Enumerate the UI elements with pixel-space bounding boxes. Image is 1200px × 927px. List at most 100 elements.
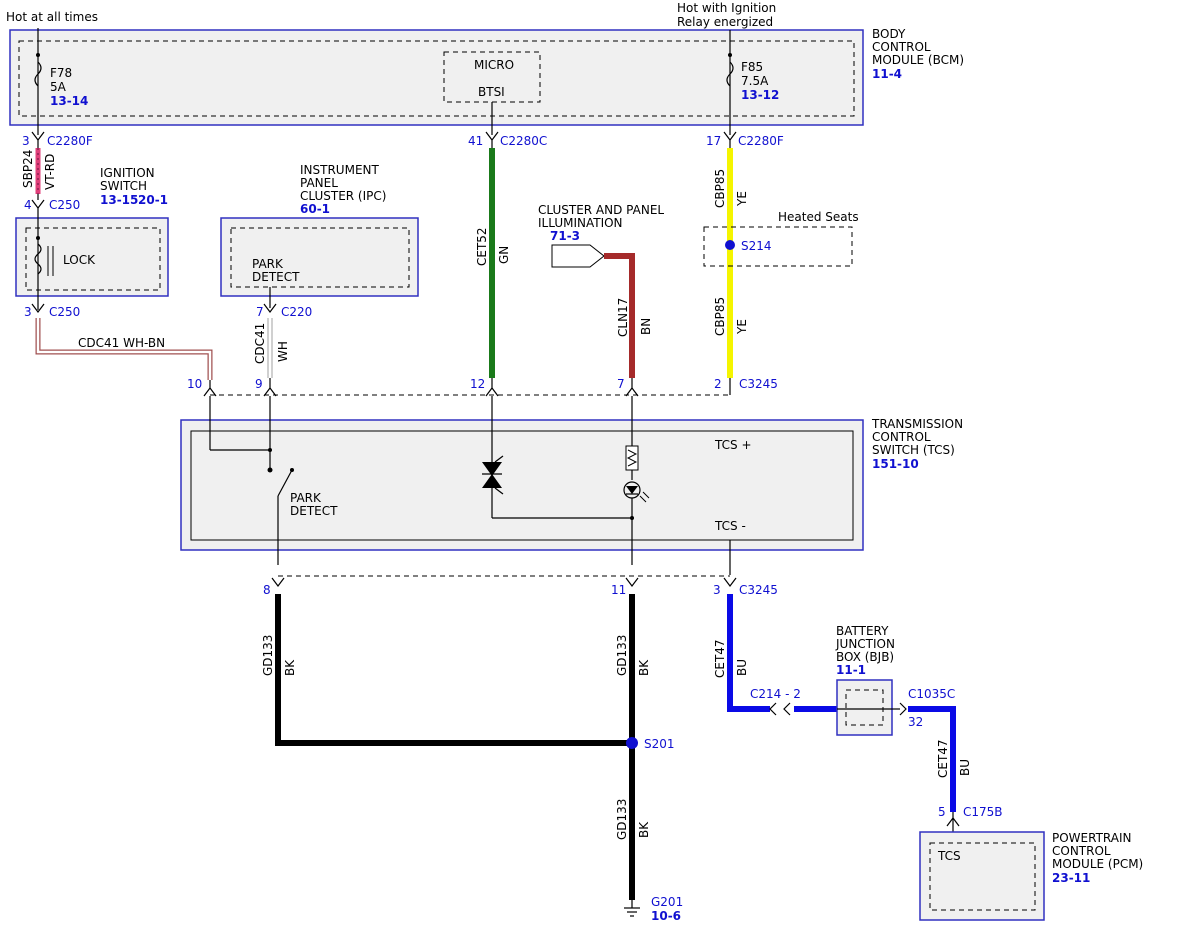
c2280f-left-pin: 3 [22, 134, 30, 148]
wire-cdc41-color: WH [276, 341, 290, 362]
connector-c250-top-icon [31, 199, 45, 209]
tcs-module [180, 419, 864, 551]
bcm-title-3: MODULE (BCM) [872, 53, 964, 67]
splice-s201-label: S201 [644, 737, 675, 751]
btsi-label: BTSI [478, 85, 505, 99]
tcs-title-2: CONTROL [872, 430, 931, 444]
ipc-park-label: PARK [252, 257, 284, 271]
wire-cet47-right [908, 706, 956, 812]
c1035c-name: C1035C [908, 687, 955, 701]
c250-bottom-name: C250 [49, 305, 80, 319]
tcs-detect-label: DETECT [290, 504, 338, 518]
pcm-ref[interactable]: 23-11 [1052, 871, 1090, 885]
bcm-title-1: BODY [872, 27, 906, 41]
bjb-title-2: JUNCTION [835, 637, 895, 651]
wire-cet47-right-color: BU [958, 759, 972, 776]
c3245-top-pin2: 2 [714, 377, 722, 391]
tcs-title-3: SWITCH (TCS) [872, 443, 955, 457]
fuse-f85-ref[interactable]: 13-12 [741, 88, 779, 102]
splice-s201 [626, 737, 638, 749]
wire-cdc41-wh-bn [35, 318, 213, 380]
fuse-f78-icon [34, 61, 42, 87]
wire-cbp85-top-color: YE [735, 191, 749, 207]
c250-top-pin: 4 [24, 198, 32, 212]
illumination-ref[interactable]: 71-3 [550, 229, 580, 243]
ground-g201-ref[interactable]: 10-6 [651, 909, 681, 923]
hot-ignition-label-2: Relay energized [677, 15, 773, 29]
c3245-top-pin9: 9 [255, 377, 263, 391]
fuse-f78-name: F78 [50, 66, 72, 80]
wire-cbp85-bottom-circuit: CBP85 [713, 297, 727, 336]
c2280f-right-name: C2280F [738, 134, 784, 148]
lock-label: LOCK [63, 253, 96, 267]
c250-top-name: C250 [49, 198, 80, 212]
c214-label: C214 - 2 [750, 687, 801, 701]
heated-seats-label: Heated Seats [778, 210, 859, 224]
ipc-title-1: INSTRUMENT [300, 163, 379, 177]
c3245-bottom-pin8: 8 [263, 583, 271, 597]
ground-g201-icon [624, 900, 640, 917]
wire-cbp85-bottom-color: YE [735, 319, 749, 335]
hot-ignition-label-1: Hot with Ignition [677, 1, 776, 15]
c2280c-name: C2280C [500, 134, 547, 148]
c3245-bottom-pin11: 11 [611, 583, 626, 597]
wire-cln17 [604, 253, 635, 378]
connector-c214-icon-a [769, 702, 777, 716]
tcs-park-label: PARK [290, 491, 322, 505]
ipc-module: PARK DETECT [220, 217, 419, 297]
heated-seats-box [703, 226, 853, 267]
c3245-bottom-pin3: 3 [713, 583, 721, 597]
wire-gd133-mid-color: BK [637, 659, 651, 676]
c3245-bottom-name: C3245 [739, 583, 778, 597]
connector-c3245-pin3-icon [723, 577, 737, 587]
connector-c250-bottom-icon [31, 303, 45, 313]
bcm-ref[interactable]: 11-4 [872, 67, 902, 81]
splice-s214 [725, 240, 735, 250]
pcm-module: TCS [919, 831, 1045, 921]
wire-cdc41-circuit: CDC41 [253, 323, 267, 364]
pcm-title-1: POWERTRAIN [1052, 831, 1132, 845]
c3245-top-pin10: 10 [187, 377, 202, 391]
c3245-top-pin12: 12 [470, 377, 485, 391]
wire-gd133-mid-circuit: GD133 [615, 635, 629, 676]
bjb-title-1: BATTERY [836, 624, 889, 638]
park-detect-switch-icon [277, 469, 293, 497]
wire-cln17-circuit: CLN17 [616, 298, 630, 337]
wire-cdc41-horizontal-label: CDC41 WH-BN [78, 336, 165, 350]
ipc-ref[interactable]: 60-1 [300, 202, 330, 216]
illumination-title-1: CLUSTER AND PANEL [538, 203, 664, 217]
diode-down-icon [482, 474, 502, 488]
connector-c3245-pin11-icon [625, 577, 639, 587]
c2280c-pin: 41 [468, 134, 483, 148]
bjb-module [836, 679, 893, 736]
c3245-top-pin7: 7 [617, 377, 625, 391]
fuse-f78-ref[interactable]: 13-14 [50, 94, 88, 108]
wire-gd133-left-circuit: GD133 [261, 635, 275, 676]
wire-gd133-low-circuit: GD133 [615, 799, 629, 840]
bjb-ref[interactable]: 11-1 [836, 663, 866, 677]
wire-gd133-left [275, 594, 632, 746]
wire-sbp24-color: VT-RD [43, 154, 57, 190]
bcm-module: MICRO BTSI [9, 29, 864, 126]
bjb-title-3: BOX (BJB) [836, 650, 894, 664]
wire-cbp85-top-circuit: CBP85 [713, 169, 727, 208]
bcm-title-2: CONTROL [872, 40, 931, 54]
ignition-switch-title-2: SWITCH [100, 179, 147, 193]
c175b-pin: 5 [938, 805, 946, 819]
connector-c1035c-icon [899, 702, 907, 716]
ipc-title-3: CLUSTER (IPC) [300, 189, 386, 203]
ignition-switch-ref-2[interactable]: 20-1 [138, 193, 168, 207]
diode-up-icon [482, 462, 502, 476]
connector-c3245-pin8-icon [271, 577, 285, 587]
illumination-source-icon [551, 244, 605, 268]
tcs-plus-label: TCS + [714, 438, 752, 452]
c250-bottom-pin: 3 [24, 305, 32, 319]
fuse-f85-rating: 7.5A [741, 74, 769, 88]
c175b-name: C175B [963, 805, 1003, 819]
c1035c-pin: 32 [908, 715, 923, 729]
micro-label: MICRO [474, 58, 514, 72]
ignition-switch-ref-1[interactable]: 13-15 [100, 193, 138, 207]
illumination-title-2: ILLUMINATION [538, 216, 623, 230]
tcs-ref[interactable]: 151-10 [872, 457, 919, 471]
